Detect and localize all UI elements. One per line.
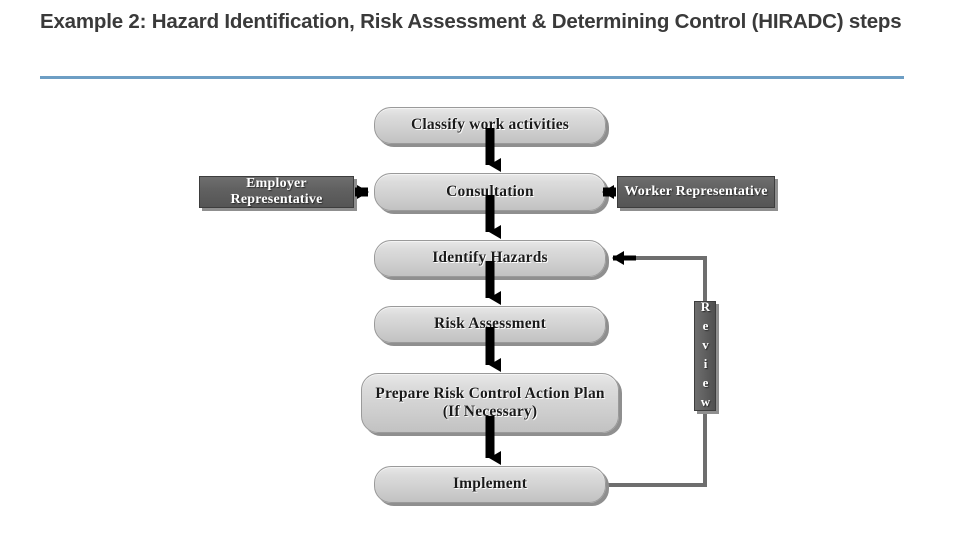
review-label: Review (698, 299, 713, 413)
node-label: Identify Hazards (432, 249, 548, 267)
node-implement[interactable]: Implement (374, 466, 606, 503)
title-underline-rule (40, 76, 904, 79)
node-label: Consultation (446, 182, 534, 200)
node-label: Implement (452, 475, 528, 493)
page-title: Example 2: Hazard Identification, Risk A… (40, 10, 902, 33)
actor-worker-representative[interactable]: Worker Representative (617, 176, 775, 208)
node-label: Prepare Risk Control Action Plan (If Nec… (375, 384, 605, 420)
actor-label: Employer Representative (230, 176, 323, 207)
actor-label: Worker Representative (624, 184, 768, 199)
review-loop-label-bar[interactable]: Review (694, 299, 716, 413)
node-prepare-risk-control-action-plan[interactable]: Prepare Risk Control Action Plan (If Nec… (361, 373, 619, 433)
actor-employer-representative[interactable]: Employer Representative (199, 176, 354, 208)
node-consultation[interactable]: Consultation (374, 173, 606, 211)
node-label: Classify work activities (410, 116, 570, 134)
